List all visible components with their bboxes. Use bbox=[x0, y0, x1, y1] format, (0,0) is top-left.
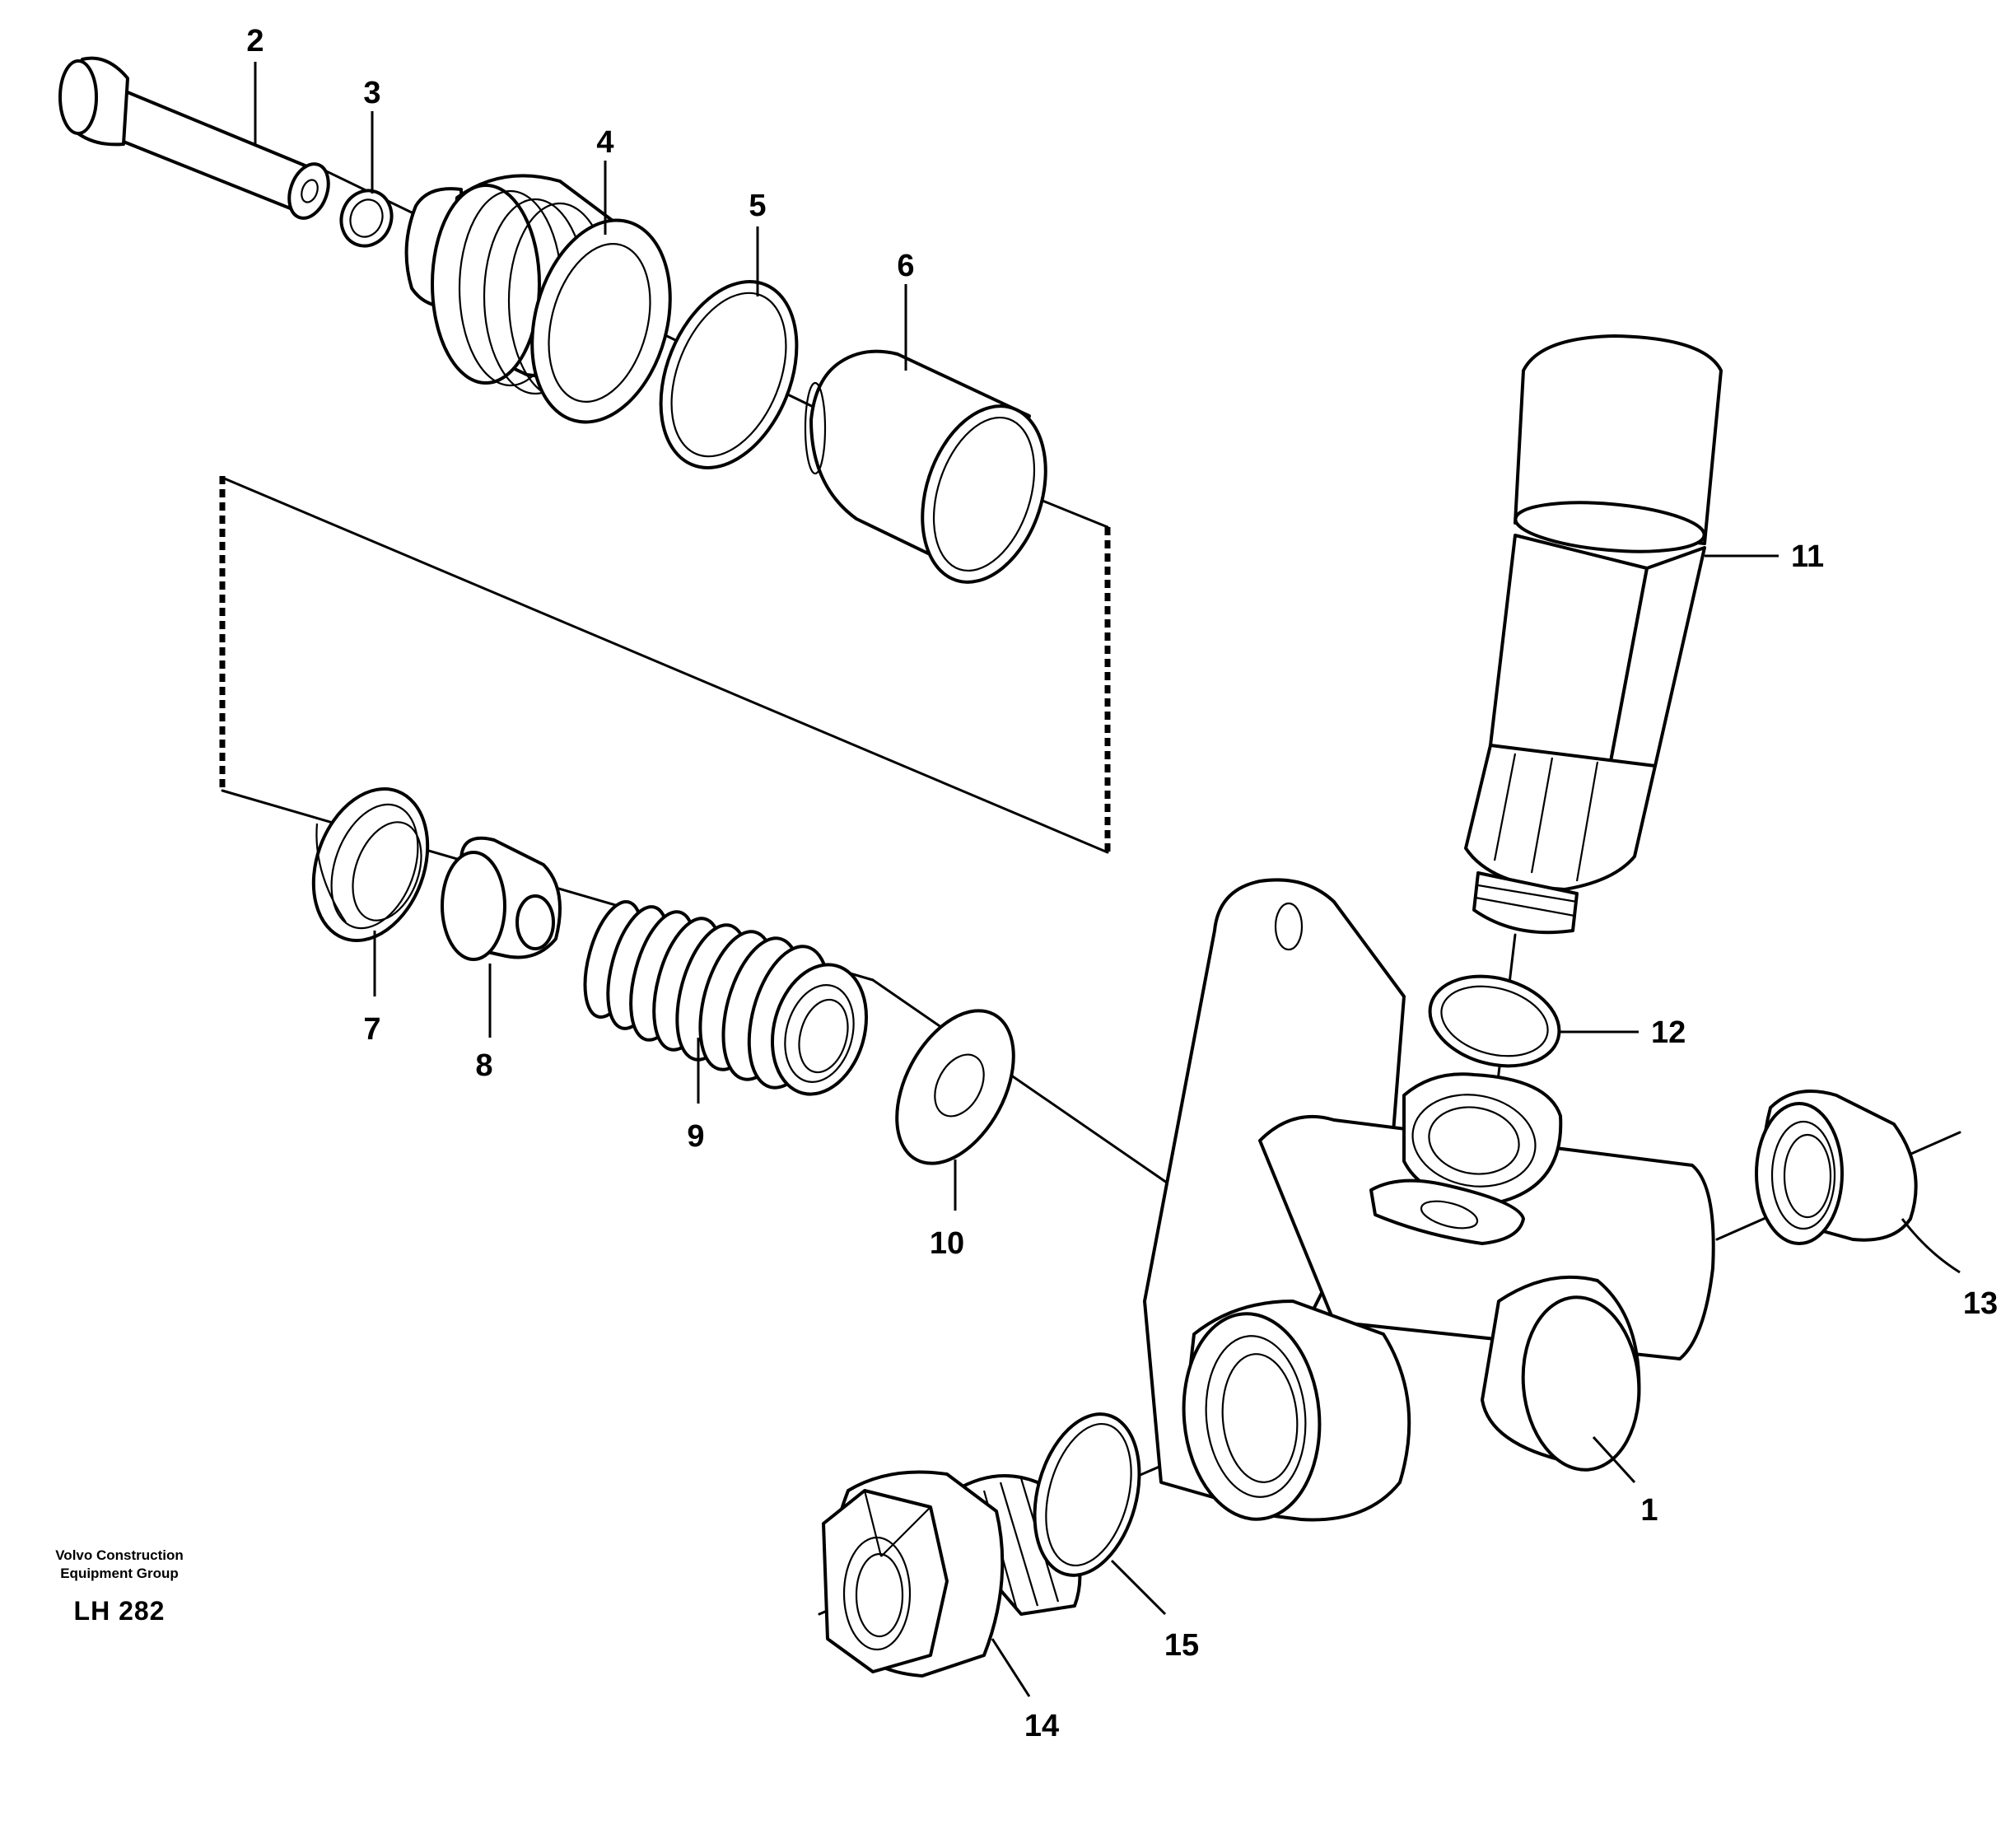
part-11-filter bbox=[1464, 334, 1723, 935]
part-7-ring-seat bbox=[311, 787, 430, 942]
callout-14: 14 bbox=[1024, 1709, 1059, 1743]
dashed-bracket bbox=[219, 476, 1111, 852]
leader-lines bbox=[254, 62, 1961, 1697]
callout-10: 10 bbox=[930, 1226, 964, 1261]
part-14-hex-fitting bbox=[822, 1470, 1082, 1678]
part-9-spring bbox=[583, 900, 869, 1096]
part-15-o-ring bbox=[1033, 1412, 1141, 1577]
callout-6: 6 bbox=[897, 249, 914, 283]
callout-15: 15 bbox=[1164, 1628, 1199, 1663]
callout-9: 9 bbox=[687, 1119, 704, 1154]
part-10-washer bbox=[895, 1009, 1015, 1165]
callout-13: 13 bbox=[1963, 1286, 1998, 1321]
callout-numbers: 2 3 4 5 6 11 12 13 1 10 9 8 7 14 15 bbox=[246, 24, 1998, 1743]
part-8-piston bbox=[441, 836, 562, 961]
part-1-pump-housing bbox=[1143, 878, 1715, 1522]
company-line-1: Volvo Construction bbox=[55, 1547, 184, 1563]
callout-4: 4 bbox=[596, 125, 613, 160]
part-12-o-ring bbox=[1428, 974, 1561, 1068]
callout-5: 5 bbox=[749, 189, 766, 223]
callout-11: 11 bbox=[1791, 539, 1824, 574]
company-line-2: Equipment Group bbox=[60, 1566, 179, 1581]
callout-12: 12 bbox=[1651, 1015, 1686, 1050]
callout-2: 2 bbox=[246, 24, 264, 58]
part-4-threaded-plug bbox=[404, 174, 672, 424]
part-5-large-o-ring bbox=[659, 280, 799, 469]
part-3-small-o-ring bbox=[339, 189, 394, 248]
callout-8: 8 bbox=[475, 1048, 492, 1083]
callout-7: 7 bbox=[363, 1012, 380, 1047]
callout-1: 1 bbox=[1640, 1493, 1658, 1528]
company-name: Volvo Construction Equipment Group bbox=[33, 1547, 206, 1583]
callout-3: 3 bbox=[363, 76, 380, 110]
part-2-pin bbox=[58, 56, 330, 220]
part-13-union-fitting bbox=[1755, 1090, 1918, 1245]
part-6-sleeve bbox=[804, 349, 1047, 584]
drawing-code: LH 282 bbox=[73, 1596, 166, 1626]
